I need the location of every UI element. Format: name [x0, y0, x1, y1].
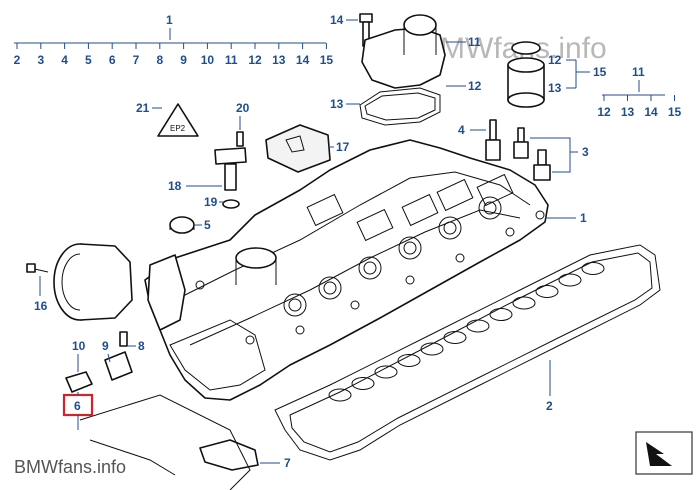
group-main-item-10[interactable]: 10 [201, 53, 215, 67]
callout-group-right: 11 12 13 14 15 [597, 65, 681, 119]
oil-filler-cap [265, 124, 331, 173]
callout-4[interactable]: 4 [458, 123, 465, 137]
oil-filter-cap [361, 14, 446, 89]
callout-13b[interactable]: 13 [548, 81, 562, 95]
group-right-item-13[interactable]: 13 [621, 105, 635, 119]
callout-15[interactable]: 15 [593, 65, 607, 79]
callout-5[interactable]: 5 [204, 218, 211, 232]
callout-9[interactable]: 9 [102, 339, 109, 353]
callout-11-right[interactable]: 11 [632, 65, 645, 79]
group-right-item-14[interactable]: 14 [644, 105, 658, 119]
group-main-item-9[interactable]: 9 [180, 53, 187, 67]
seal-ring [443, 331, 467, 344]
callout-16[interactable]: 16 [34, 299, 48, 313]
group-main-item-7[interactable]: 7 [133, 53, 140, 67]
callout-21[interactable]: 21 [136, 101, 150, 115]
seal-ring [328, 388, 352, 402]
group-main-item-13[interactable]: 13 [272, 53, 286, 67]
warning-symbol: EP2 [157, 103, 199, 137]
callout-group-main: 1 2 3 4 5 6 7 8 9 10 11 12 13 14 15 [14, 13, 334, 67]
group-main-item-6[interactable]: 6 [109, 53, 116, 67]
group-main-item-3[interactable]: 3 [37, 53, 44, 67]
group-main-item-11[interactable]: 11 [225, 53, 238, 67]
oring-gasket [359, 87, 441, 126]
callout-6[interactable]: 6 [74, 399, 81, 413]
group-main-item-14[interactable]: 14 [296, 53, 310, 67]
seal-ring [558, 273, 582, 287]
navigation-arrow-icon[interactable] [635, 431, 693, 475]
camshaft-sensor [214, 131, 247, 209]
sensors-right [485, 119, 551, 181]
callout-7[interactable]: 7 [284, 456, 291, 470]
seal-ring [351, 377, 375, 390]
callout-3[interactable]: 3 [582, 145, 589, 159]
gasket [274, 244, 661, 461]
valve-cover [144, 139, 549, 401]
callout-11[interactable]: 11 [468, 35, 481, 49]
seal-ring [420, 342, 444, 356]
callout-10[interactable]: 10 [72, 339, 86, 353]
seal-ring [374, 365, 398, 379]
group-right-item-15[interactable]: 15 [668, 105, 682, 119]
callout-14[interactable]: 14 [330, 13, 344, 27]
group-main-item-12[interactable]: 12 [248, 53, 262, 67]
warning-symbol-text: EP2 [170, 124, 186, 133]
callout-20[interactable]: 20 [236, 101, 250, 115]
seal-ring [581, 262, 605, 275]
seal-ring [535, 285, 559, 298]
callout-19[interactable]: 19 [204, 195, 218, 209]
oil-filter-element [507, 41, 545, 108]
callout-12-right[interactable]: 12 [548, 53, 562, 67]
small-parts [65, 331, 259, 490]
seal-ring [397, 354, 421, 367]
group-main-item-2[interactable]: 2 [14, 53, 21, 67]
callout-13a[interactable]: 13 [330, 97, 344, 111]
seal-ring [512, 296, 536, 310]
group-main-item-15[interactable]: 15 [320, 53, 334, 67]
watermark-bottom: BMWfans.info [14, 457, 126, 477]
callout-12[interactable]: 12 [468, 79, 482, 93]
callout-17[interactable]: 17 [336, 140, 350, 154]
sealing-plug [169, 216, 195, 234]
group-right-item-12[interactable]: 12 [597, 105, 611, 119]
callout-1[interactable]: 1 [580, 211, 587, 225]
group-main-item-5[interactable]: 5 [85, 53, 92, 67]
group-main-item-8[interactable]: 8 [156, 53, 163, 67]
callout-1-top[interactable]: 1 [166, 13, 173, 27]
callout-2[interactable]: 2 [546, 399, 553, 413]
callout-8[interactable]: 8 [138, 339, 145, 353]
group-main-item-4[interactable]: 4 [61, 53, 68, 67]
throttle-body [26, 243, 133, 321]
seal-ring [466, 319, 490, 333]
seal-ring [489, 308, 513, 321]
callout-18[interactable]: 18 [168, 179, 182, 193]
callout-labels: 14 11 12 13 12 13 15 4 3 1 2 21 20 [34, 13, 607, 470]
